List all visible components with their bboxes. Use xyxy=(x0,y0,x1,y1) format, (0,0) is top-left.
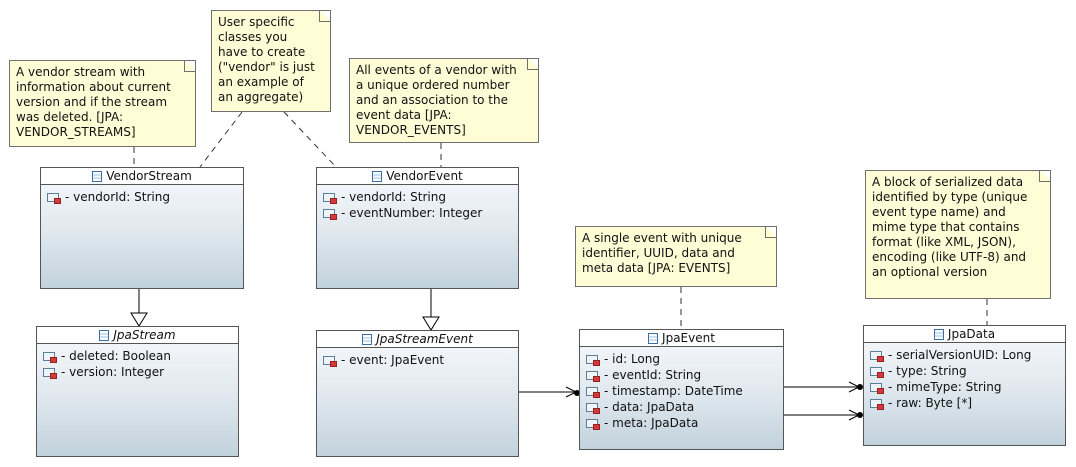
class-header: JpaStreamEvent xyxy=(317,331,518,348)
attribute: - eventId: String xyxy=(586,367,783,383)
composition-dot-event xyxy=(574,390,580,396)
attribute-text: - meta: JpaData xyxy=(604,416,699,430)
generalization-vendor-stream-arrow xyxy=(130,312,148,327)
class-icon xyxy=(92,170,103,182)
class-name: JpaStream xyxy=(113,328,176,342)
note-single-event: A single event with unique identifier, U… xyxy=(575,226,777,287)
attribute-text: - timestamp: DateTime xyxy=(604,384,743,398)
attribute: - vendorId: String xyxy=(323,189,518,205)
note-anchor-user-specific-event xyxy=(283,111,337,168)
attribute-text: - type: String xyxy=(888,364,967,378)
class-header: JpaEvent xyxy=(580,330,783,347)
attribute: - id: Long xyxy=(586,351,783,367)
attribute: - mimeType: String xyxy=(870,379,1065,395)
attribute: - vendorId: String xyxy=(47,189,243,205)
attribute: - raw: Byte [*] xyxy=(870,395,1065,411)
attribute-text: - event: JpaEvent xyxy=(341,353,445,367)
private-attribute-icon xyxy=(323,355,337,367)
attribute: - meta: JpaData xyxy=(586,415,783,431)
class-vendor-stream[interactable]: VendorStream - vendorId: String xyxy=(40,167,244,289)
attribute: - type: String xyxy=(870,363,1065,379)
attribute-list: - vendorId: String xyxy=(41,185,243,205)
class-jpa-event[interactable]: JpaEvent - id: Long - eventId: String - … xyxy=(579,329,784,450)
attribute-text: - deleted: Boolean xyxy=(61,349,172,363)
private-attribute-icon xyxy=(870,382,884,394)
class-jpa-stream[interactable]: JpaStream - deleted: Boolean - version: … xyxy=(36,326,239,457)
composition-dot-meta xyxy=(857,412,863,418)
class-name: JpaEvent xyxy=(662,331,715,345)
attribute-list: - id: Long - eventId: String - timestamp… xyxy=(580,347,783,431)
class-icon xyxy=(648,332,659,344)
private-attribute-icon xyxy=(323,192,337,204)
note-data-block: A block of serialized data identified by… xyxy=(865,170,1051,299)
attribute: - serialVersionUID: Long xyxy=(870,347,1065,363)
class-name: JpaData xyxy=(947,327,996,341)
class-name: JpaStreamEvent xyxy=(376,332,473,346)
note-anchor-user-specific-stream xyxy=(199,111,243,168)
class-header: VendorEvent xyxy=(317,168,518,185)
private-attribute-icon xyxy=(47,192,61,204)
private-attribute-icon xyxy=(870,398,884,410)
private-attribute-icon xyxy=(43,367,57,379)
class-jpa-stream-event[interactable]: JpaStreamEvent - event: JpaEvent xyxy=(316,330,519,457)
attribute: - event: JpaEvent xyxy=(323,352,518,368)
class-vendor-event[interactable]: VendorEvent - vendorId: String - eventNu… xyxy=(316,167,519,289)
attribute: - eventNumber: Integer xyxy=(323,205,518,221)
note-vendor-events: All events of a vendor with a unique ord… xyxy=(349,58,539,143)
class-icon xyxy=(99,329,110,341)
class-icon xyxy=(372,170,383,182)
generalization-vendor-event-arrow xyxy=(422,316,440,331)
attribute-text: - eventId: String xyxy=(604,368,702,382)
note-user-specific: User specific classes you have to create… xyxy=(211,10,331,112)
class-name: VendorStream xyxy=(106,169,192,183)
class-icon xyxy=(362,333,373,345)
attribute: - deleted: Boolean xyxy=(43,348,238,364)
private-attribute-icon xyxy=(870,350,884,362)
attribute-text: - eventNumber: Integer xyxy=(341,206,483,220)
attribute-list: - deleted: Boolean - version: Integer xyxy=(37,344,238,380)
private-attribute-icon xyxy=(586,418,600,430)
attribute-text: - vendorId: String xyxy=(65,190,170,204)
class-header: VendorStream xyxy=(41,168,243,185)
private-attribute-icon xyxy=(870,366,884,378)
class-header: JpaData xyxy=(864,326,1065,343)
attribute-text: - version: Integer xyxy=(61,365,165,379)
private-attribute-icon xyxy=(586,386,600,398)
attribute: - version: Integer xyxy=(43,364,238,380)
attribute-text: - serialVersionUID: Long xyxy=(888,348,1032,362)
private-attribute-icon xyxy=(586,354,600,366)
composition-dot-data xyxy=(857,384,863,390)
private-attribute-icon xyxy=(323,208,337,220)
note-vendor-stream: A vendor stream with information about c… xyxy=(9,60,196,147)
attribute-text: - raw: Byte [*] xyxy=(888,396,973,410)
private-attribute-icon xyxy=(586,402,600,414)
attribute-text: - data: JpaData xyxy=(604,400,695,414)
class-name: VendorEvent xyxy=(386,169,463,183)
attribute-list: - event: JpaEvent xyxy=(317,348,518,368)
private-attribute-icon xyxy=(43,351,57,363)
attribute-list: - vendorId: String - eventNumber: Intege… xyxy=(317,185,518,221)
attribute-text: - mimeType: String xyxy=(888,380,1002,394)
attribute: - timestamp: DateTime xyxy=(586,383,783,399)
attribute-text: - id: Long xyxy=(604,352,660,366)
class-jpa-data[interactable]: JpaData - serialVersionUID: Long - type:… xyxy=(863,325,1066,446)
class-icon xyxy=(933,328,944,340)
class-header: JpaStream xyxy=(37,327,238,344)
attribute: - data: JpaData xyxy=(586,399,783,415)
private-attribute-icon xyxy=(586,370,600,382)
attribute-list: - serialVersionUID: Long - type: String … xyxy=(864,343,1065,411)
attribute-text: - vendorId: String xyxy=(341,190,446,204)
